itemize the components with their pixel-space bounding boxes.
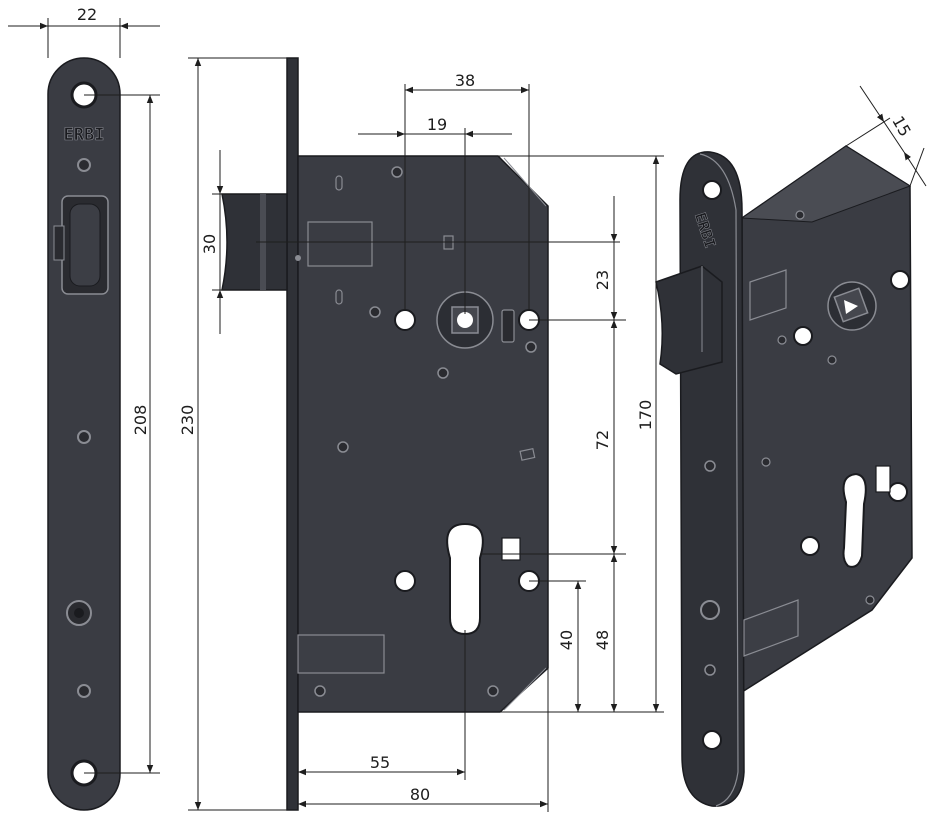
dim-overall-height: 230	[178, 405, 197, 436]
dim-body-depth: 80	[410, 785, 430, 804]
dim-backset: 55	[370, 753, 390, 772]
brand-logo-front: ERBI	[64, 125, 105, 145]
dim-latch-height: 30	[200, 234, 219, 254]
dimension-lines	[8, 18, 927, 812]
dim-spindle-offset: 19	[427, 115, 447, 134]
lock-body-side-view	[221, 57, 549, 811]
dim-body-height: 170	[636, 400, 655, 431]
lock-isometric-view	[655, 145, 913, 807]
dim-spindle-to-screws: 38	[455, 71, 475, 90]
faceplate-front-view	[47, 57, 121, 811]
dim-faceplate-width: 22	[77, 5, 97, 24]
dim-screw-to-bottom: 40	[557, 630, 576, 650]
dim-spindle-to-cylinder: 72	[593, 430, 612, 450]
dim-cylinder-to-bottom: 48	[593, 630, 612, 650]
dim-spindle-to-top: 23	[593, 270, 612, 290]
dim-plate-thickness: 15	[888, 113, 915, 140]
dim-hole-spacing: 208	[131, 405, 150, 436]
